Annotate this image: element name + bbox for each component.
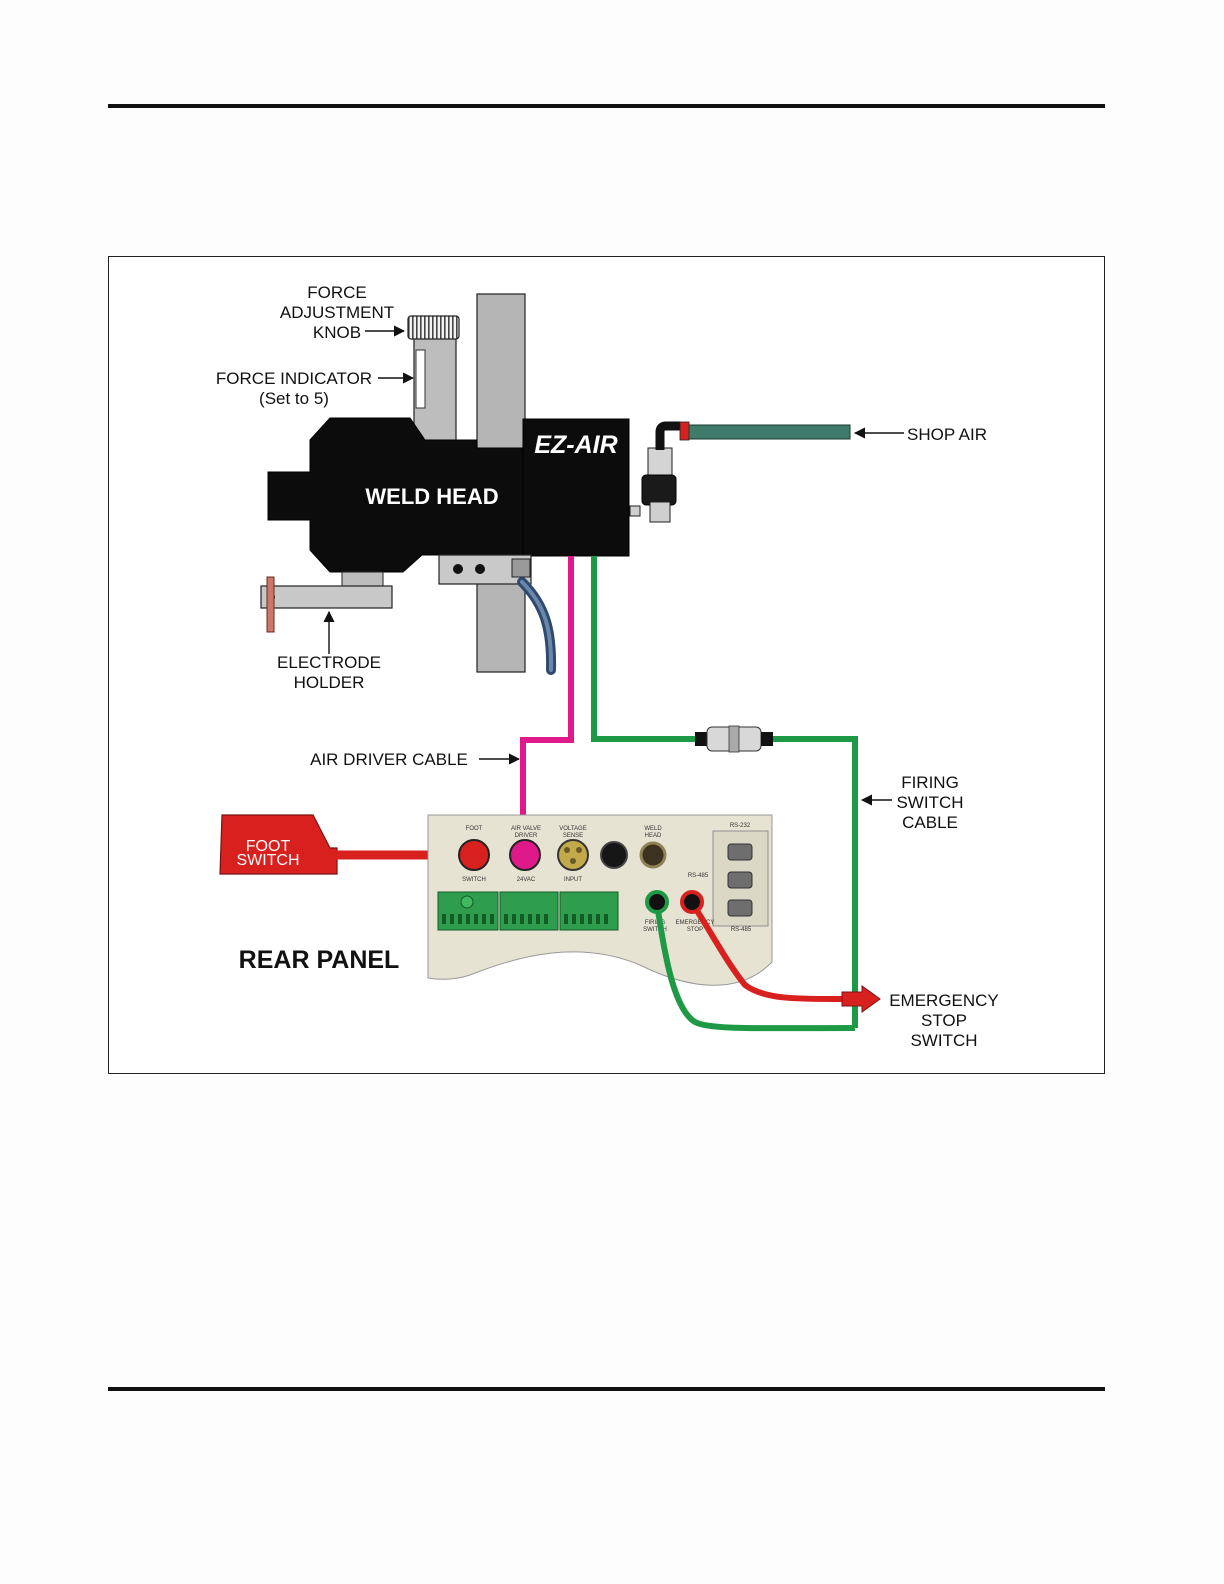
air-driver-cable-callout: AIR DRIVER CABLE — [310, 750, 519, 769]
svg-text:FIRING: FIRING — [901, 773, 959, 792]
panel-input-label: INPUT — [564, 877, 582, 883]
rs485-port-1[interactable] — [728, 872, 752, 888]
svg-text:SWITCH: SWITCH — [910, 1031, 977, 1050]
emergency-stop-port[interactable] — [682, 892, 702, 912]
inline-connector-boot-l — [695, 732, 707, 746]
shop-air-hose — [689, 425, 850, 439]
panel-air-valve-label-2: DRIVER — [515, 833, 538, 839]
panel-emergency-stop-label-2: STOP — [687, 927, 703, 933]
emergency-stop-arrow — [842, 986, 880, 1012]
voltage-sense-port[interactable] — [558, 840, 588, 870]
panel-voltage-sense-label-2: SENSE — [563, 833, 583, 839]
panel-switch-label: SWITCH — [462, 877, 486, 883]
force-adjustment-knob-callout: FORCE ADJUSTMENT KNOB — [280, 283, 404, 342]
air-driver-cable — [523, 556, 571, 850]
svg-text:KNOB: KNOB — [313, 323, 361, 342]
lower-clamp-block — [342, 572, 383, 586]
rear-panel-label: REAR PANEL — [239, 946, 400, 974]
cable-connector — [512, 559, 530, 577]
emergency-stop-switch-callout: EMERGENCY STOP SWITCH — [889, 991, 999, 1050]
panel-foot-label: FOOT — [466, 826, 483, 832]
panel-weld-head-label-1: WELD — [644, 826, 662, 832]
svg-text:ELECTRODE: ELECTRODE — [277, 653, 381, 672]
svg-text:CABLE: CABLE — [902, 813, 958, 832]
terminal-block-3 — [560, 892, 618, 930]
weld-head-label: WELD HEAD — [365, 484, 498, 509]
rs232-port[interactable] — [728, 844, 752, 860]
svg-text:(Set to 5): (Set to 5) — [259, 389, 329, 408]
svg-text:AIR DRIVER CABLE: AIR DRIVER CABLE — [310, 750, 468, 769]
electrode — [267, 577, 274, 632]
foot-switch-port[interactable] — [459, 840, 489, 870]
panel-weld-head-label-2: HEAD — [645, 833, 662, 839]
svg-text:SWITCH: SWITCH — [896, 793, 963, 812]
panel-rs485-label-a: RS-485 — [688, 873, 709, 879]
rs485-port-2[interactable] — [728, 900, 752, 916]
electrode-holder-arm — [261, 586, 392, 608]
panel-rs485-label-b: RS-485 — [731, 927, 752, 933]
inline-connector-boot-r — [761, 732, 773, 746]
panel-air-valve-label-1: AIR VALVE — [511, 826, 541, 832]
clamp-bolt-1 — [453, 564, 463, 574]
svg-text:FORCE INDICATOR: FORCE INDICATOR — [216, 369, 372, 388]
svg-text:ADJUSTMENT: ADJUSTMENT — [280, 303, 394, 322]
svg-text:STOP: STOP — [921, 1011, 967, 1030]
svg-text:EMERGENCY: EMERGENCY — [889, 991, 999, 1010]
svg-text:FORCE: FORCE — [307, 283, 367, 302]
force-adjustment-knob[interactable] — [408, 316, 459, 339]
force-indicator-callout: FORCE INDICATOR (Set to 5) — [216, 369, 413, 408]
air-elbow — [660, 426, 680, 450]
weld-head-port[interactable] — [641, 843, 665, 867]
clamp-bolt-2 — [475, 564, 485, 574]
firing-switch-cable-callout: FIRING SWITCH CABLE — [862, 773, 964, 832]
foot-switch-label-2: SWITCH — [236, 852, 299, 869]
firing-switch-port[interactable] — [647, 892, 667, 912]
footer-rule — [108, 1387, 1105, 1391]
panel-voltage-sense-label-1: VOLTAGE — [559, 826, 586, 832]
shop-air-callout: SHOP AIR — [855, 425, 987, 444]
electrode-holder-callout: ELECTRODE HOLDER — [277, 612, 381, 692]
svg-text:HOLDER: HOLDER — [294, 673, 365, 692]
spare-port[interactable] — [601, 842, 627, 868]
terminal-block-2 — [500, 892, 558, 930]
svg-text:SHOP AIR: SHOP AIR — [907, 425, 987, 444]
panel-24vac-label: 24VAC — [517, 877, 536, 883]
ez-air-logo: EZ-AIR — [534, 431, 617, 459]
panel-rs232-label: RS-232 — [730, 823, 751, 829]
air-valve-driver-port[interactable] — [510, 840, 540, 870]
force-indicator-window — [416, 350, 425, 408]
